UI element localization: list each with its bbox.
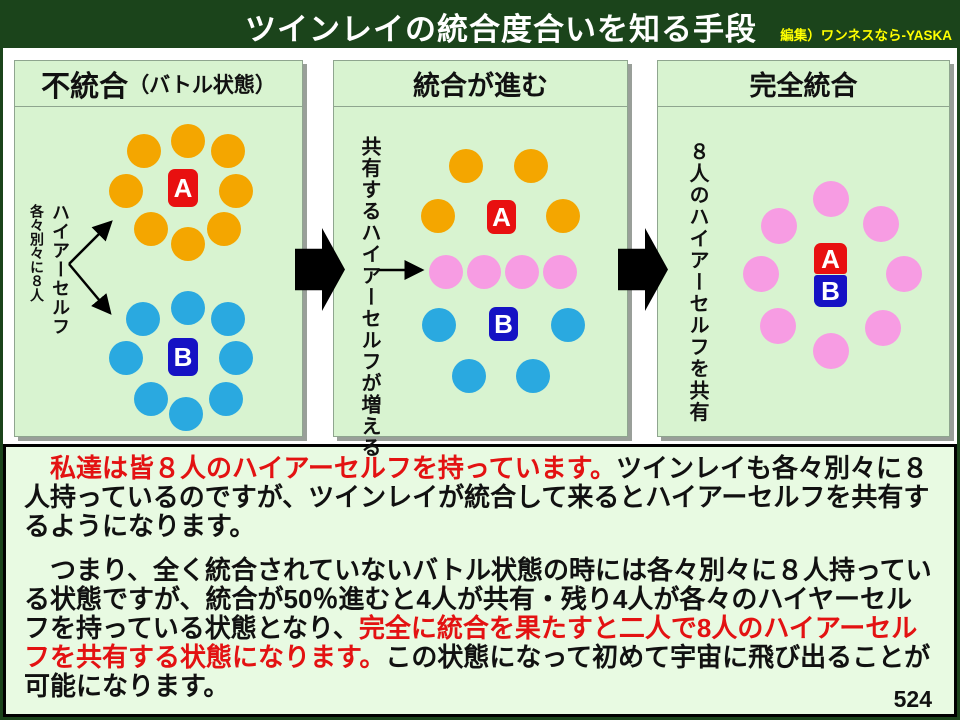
- panel-header-main: 完全統合: [749, 71, 858, 101]
- person-b-label: B: [168, 338, 198, 376]
- page-title: ツインレイの統合度合いを知る手段: [245, 12, 757, 47]
- person-a-label: A: [487, 200, 516, 234]
- higher-self-dot: [422, 308, 456, 342]
- panel-header-main: 不統合: [41, 70, 129, 103]
- higher-self-dot: [209, 382, 243, 416]
- higher-self-dot: [169, 397, 203, 431]
- higher-self-dot: [219, 174, 253, 208]
- body-text-segment: つまり、全く統合されていないバトル状態の時には各々別々に８人持っている状態ですが…: [24, 555, 932, 643]
- higher-self-dots: [15, 61, 302, 436]
- person-a-label: A: [814, 243, 847, 274]
- side-label-higher-self: ハイアーセルフ: [50, 203, 70, 336]
- body-text-segment: 完全に統合を果たすと二人で8人のハイアーセルフを共有する状態になります。: [24, 613, 918, 672]
- panel-integration-progress: 統合が進む 共有するハイアーセルフが増える A B: [333, 60, 628, 459]
- higher-self-dot: [429, 255, 463, 289]
- panel-progress-header: 統合が進む: [334, 61, 627, 107]
- higher-self-dot: [452, 359, 486, 393]
- higher-self-dot: [126, 302, 160, 336]
- higher-self-dots: [658, 61, 949, 436]
- higher-self-dot: [863, 206, 899, 242]
- higher-self-dot: [813, 181, 849, 217]
- higher-self-dot: [551, 308, 585, 342]
- pointer-arrows-icon: [68, 220, 113, 315]
- higher-self-dot: [109, 174, 143, 208]
- title-bar: ツインレイの統合度合いを知る手段 編集）ワンネスなら-YASKA: [0, 0, 960, 48]
- higher-self-dot: [546, 199, 580, 233]
- panel-header-main: 統合が進む: [413, 71, 548, 101]
- higher-self-dots: [334, 61, 627, 436]
- higher-self-dot: [543, 255, 577, 289]
- panel-disunion: 不統合（バトル状態） ハイアーセルフ 各々別々に８人 A B: [14, 60, 303, 437]
- body-text-segment: 私達は皆８人のハイアーセルフを持っています。: [24, 453, 617, 483]
- shared-row-arrow-icon: [379, 260, 425, 280]
- person-b-label: B: [814, 275, 847, 307]
- body-paragraph-2: つまり、全く統合されていないバトル状態の時には各々別々に８人持っている状態ですが…: [24, 556, 938, 701]
- higher-self-dot: [219, 341, 253, 375]
- higher-self-dot: [813, 333, 849, 369]
- side-label-share-eight: ８人のハイアーセルフを共有: [686, 141, 708, 424]
- higher-self-dot: [505, 255, 539, 289]
- higher-self-dot: [421, 199, 455, 233]
- higher-self-dot: [516, 359, 550, 393]
- higher-self-dot: [211, 302, 245, 336]
- higher-self-dot: [171, 227, 205, 261]
- page-number: 524: [893, 686, 932, 712]
- higher-self-dot: [134, 382, 168, 416]
- higher-self-dot: [127, 134, 161, 168]
- higher-self-dot: [207, 212, 241, 246]
- side-label-each-eight: 各々別々に８人: [29, 204, 45, 302]
- person-a-label: A: [168, 169, 198, 207]
- higher-self-dot: [171, 291, 205, 325]
- higher-self-dot: [171, 124, 205, 158]
- panel-header-sub: （バトル状態）: [128, 73, 276, 97]
- higher-self-dot: [449, 149, 483, 183]
- higher-self-dot: [134, 212, 168, 246]
- credit-text: 編集）ワンネスなら-YASKA: [780, 28, 952, 43]
- higher-self-dot: [760, 308, 796, 344]
- higher-self-dot: [514, 149, 548, 183]
- body-text-segment: ツインレイも各々別々に８人持っているのですが、ツインレイが統合して来るとハイアー…: [24, 453, 930, 541]
- explanation-text: 私達は皆８人のハイアーセルフを持っています。ツインレイも各々別々に８人持っている…: [24, 454, 938, 701]
- panel-complete-header: 完全統合: [658, 61, 949, 107]
- higher-self-dot: [865, 310, 901, 346]
- higher-self-dot: [109, 341, 143, 375]
- higher-self-dot: [211, 134, 245, 168]
- person-b-label: B: [489, 307, 518, 341]
- panel-disunion-header: 不統合（バトル状態）: [15, 61, 302, 107]
- body-text-segment: この状態になって初めて宇宙に飛び出ることが可能になります。: [24, 642, 931, 701]
- higher-self-dot: [467, 255, 501, 289]
- body-paragraph-1: 私達は皆８人のハイアーセルフを持っています。ツインレイも各々別々に８人持っている…: [24, 454, 938, 541]
- panel-complete-integration: 完全統合 ８人のハイアーセルフを共有 A B: [657, 60, 950, 437]
- higher-self-dot: [886, 256, 922, 292]
- higher-self-dot: [761, 208, 797, 244]
- explanation-box: 私達は皆８人のハイアーセルフを持っています。ツインレイも各々別々に８人持っている…: [3, 444, 957, 717]
- higher-self-dot: [743, 256, 779, 292]
- side-label-shared-increase: 共有するハイアーセルフが増える: [358, 136, 380, 459]
